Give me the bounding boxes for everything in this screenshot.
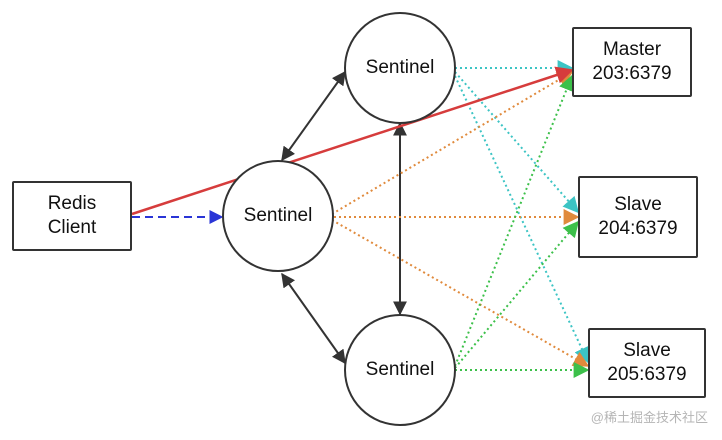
link-sentinel-bottom-master: [454, 74, 575, 367]
slave-204-node: Slave 204:6379: [578, 176, 698, 258]
link-sentinel-middle-bottom: [281, 272, 346, 365]
master-role: Master: [602, 39, 662, 60]
sentinel-top-label: Sentinel: [365, 57, 435, 78]
watermark: @稀土掘金技术社区: [590, 410, 708, 425]
link-sentinel-middle-slave-205: [331, 219, 590, 367]
redis-client-line1: Redis: [47, 193, 97, 214]
sentinel-bottom-label: Sentinel: [365, 359, 435, 380]
slave-204-role: Slave: [614, 194, 662, 215]
sentinel-middle-node: Sentinel: [222, 160, 334, 272]
sentinel-middle-label: Sentinel: [243, 205, 313, 226]
master-node: Master 203:6379: [572, 27, 692, 97]
sentinel-bottom-node: Sentinel: [344, 314, 456, 426]
link-sentinel-top-slave-204: [454, 71, 580, 214]
redis-client-node: Redis Client: [12, 181, 132, 251]
link-sentinel-bottom-slave-204: [454, 220, 580, 369]
link-client-master: [131, 66, 574, 216]
slave-205-address: 205:6379: [607, 364, 687, 385]
slave-205-role: Slave: [623, 340, 671, 361]
slave-204-address: 204:6379: [598, 218, 678, 239]
link-sentinel-middle-master: [331, 71, 574, 215]
master-address: 203:6379: [592, 63, 672, 84]
sentinel-top-node: Sentinel: [344, 12, 456, 124]
redis-client-line2: Client: [47, 217, 97, 238]
slave-205-node: Slave 205:6379: [588, 328, 706, 398]
link-sentinel-top-middle: [281, 70, 346, 162]
